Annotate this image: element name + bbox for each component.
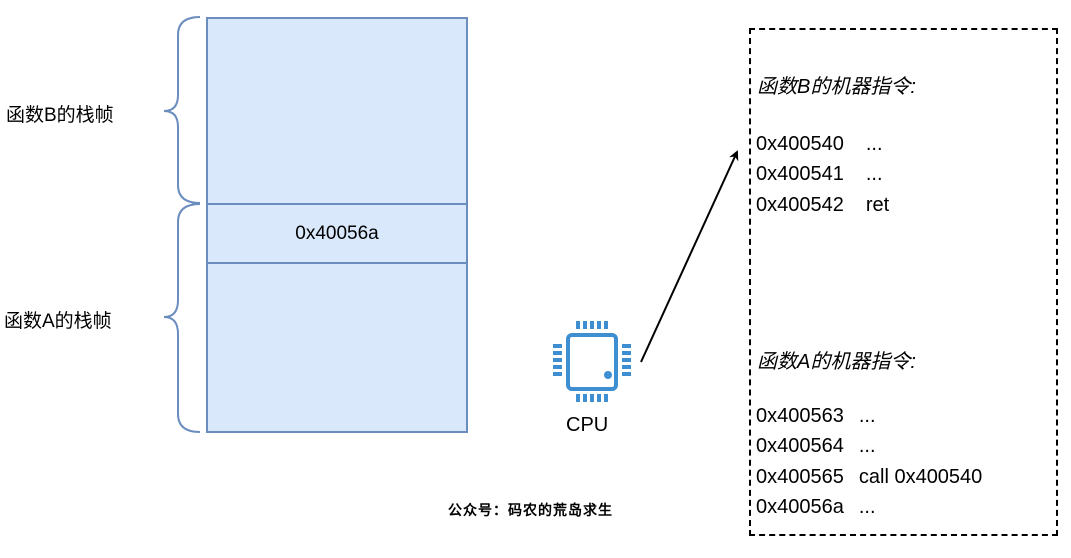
function-b-instructions-title: 函数B的机器指令: (757, 76, 916, 98)
frame-a-label: 函数A的栈帧 (4, 311, 112, 332)
instruction-row: 0x40056a... (756, 495, 876, 519)
instruction-row: 0x400563... (756, 404, 876, 428)
return-address-slot: 0x40056a (206, 203, 468, 264)
instruction-row: 0x400564... (756, 434, 876, 458)
instruction-address: 0x400563 (756, 405, 844, 427)
pc-arrow (640, 150, 739, 363)
frame-b-label: 函数B的栈帧 (6, 105, 114, 126)
instruction-row: 0x400541... (756, 162, 883, 186)
instruction-op: ... (865, 133, 883, 155)
instruction-op: ... (858, 405, 876, 427)
instruction-address: 0x40056a (756, 496, 844, 518)
watermark: 公众号：码农的荒岛求生 (448, 503, 613, 519)
instruction-address: 0x400564 (756, 435, 844, 457)
cpu-chip-icon (553, 321, 631, 402)
instruction-row: 0x400542 ret (756, 193, 889, 217)
instruction-memory-box (749, 28, 1058, 536)
function-a-instructions-title: 函数A的机器指令: (757, 351, 916, 373)
instruction-op: ... (858, 496, 876, 518)
instruction-row: 0x400540... (756, 132, 883, 156)
cpu-label: CPU (566, 414, 609, 436)
stack-frame-b (206, 17, 468, 205)
instruction-row: 0x400565 call 0x400540 (756, 465, 982, 489)
instruction-address: 0x400540 (756, 133, 844, 155)
instruction-address: 0x400542 (756, 194, 844, 216)
brace-frame-b (163, 16, 201, 204)
brace-frame-a (163, 203, 201, 433)
stack-frame-a (206, 262, 468, 433)
instruction-address: 0x400541 (756, 163, 844, 185)
instruction-op: call 0x400540 (858, 466, 983, 488)
return-address-value: 0x40056a (295, 222, 379, 244)
instruction-op: ... (865, 163, 883, 185)
instruction-op: ... (858, 435, 876, 457)
instruction-address: 0x400565 (756, 466, 844, 488)
instruction-op: ret (865, 194, 890, 216)
